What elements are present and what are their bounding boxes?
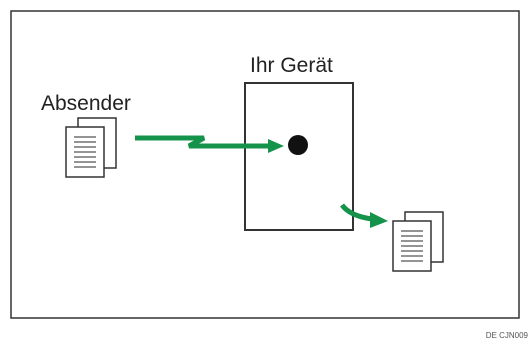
sender-label: Absender — [41, 92, 131, 115]
device-box — [244, 82, 354, 231]
device-label: Ihr Gerät — [250, 54, 333, 77]
sender-document-icon — [65, 117, 117, 178]
device-dot — [288, 135, 308, 155]
figure-code: DE CJN009 — [486, 331, 529, 340]
diagram-frame — [10, 10, 520, 319]
incoming-transmission-arrow — [135, 135, 284, 153]
forwarding-arrow — [339, 203, 388, 228]
output-document-icon — [392, 211, 444, 272]
